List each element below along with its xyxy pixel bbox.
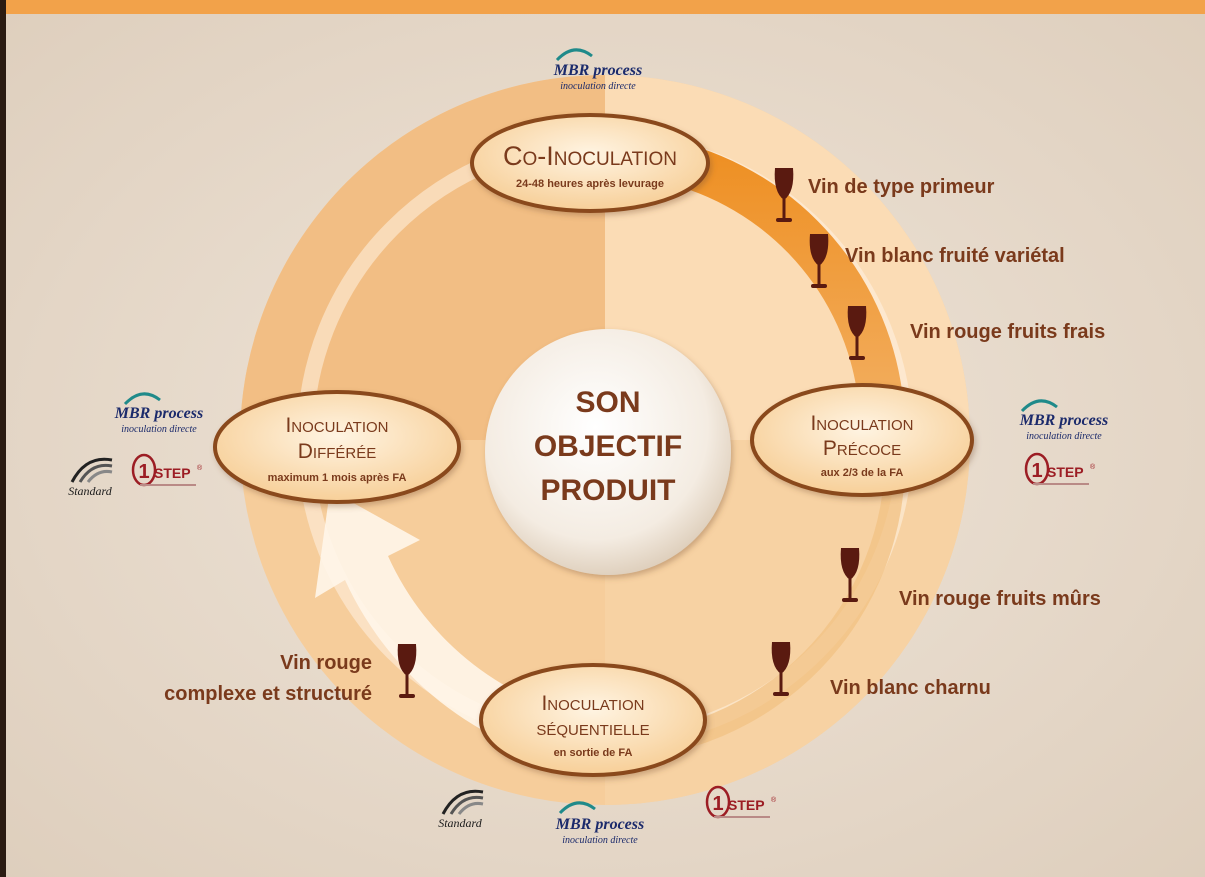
mbr-swoosh-icon — [555, 48, 593, 62]
mbr-name: MBR process — [114, 405, 203, 422]
mbr-logo-left: MBR process inoculation directe — [114, 392, 203, 435]
wine-glass-icons — [397, 168, 867, 698]
standard-logo-bottom: Standard — [438, 789, 484, 830]
onestep-digit: 1 — [712, 793, 723, 815]
wine-labels: Vin de type primeur Vin blanc fruité var… — [164, 176, 1105, 705]
onestep-mark: ® — [1090, 463, 1096, 471]
onestep-tagline-line — [1033, 483, 1089, 485]
stage-title-line-1: Inoculation — [810, 412, 913, 435]
mbr-sub: inoculation directe — [121, 424, 197, 435]
left-edge-line — [0, 0, 6, 877]
stage-co-inoculation: Co-Inoculation 24-48 heures après levura… — [470, 113, 710, 213]
mbr-logo-right: MBR process inoculation directe — [1019, 399, 1108, 442]
stage-oval — [750, 383, 974, 497]
onestep-logo-left: 1 STEP ® — [131, 453, 203, 487]
onestep-logo-right: 1 STEP ® — [1024, 452, 1096, 486]
onestep-word: STEP — [154, 465, 191, 481]
mbr-logo-top: MBR process inoculation directe — [553, 48, 642, 92]
wine-label-rouge-complexe-line-1: Vin rouge — [280, 652, 372, 674]
wine-label-rouge-frais: Vin rouge fruits frais — [910, 321, 1105, 343]
stage-inoculation-differee: Inoculation Différée maximum 1 mois aprè… — [213, 390, 461, 504]
stage-title-line-2: Précoce — [823, 437, 901, 460]
stage-title-line-2: Différée — [298, 440, 377, 463]
wine-label-rouge-murs: Vin rouge fruits mûrs — [899, 588, 1101, 610]
mbr-swoosh-icon — [558, 801, 596, 815]
onestep-digit: 1 — [1031, 460, 1042, 482]
mbr-swoosh-icon — [1020, 399, 1058, 413]
wine-glass-icon — [840, 548, 860, 602]
wine-label-blanc-fruite: Vin blanc fruité variétal — [845, 245, 1065, 267]
mbr-name: MBR process — [553, 62, 642, 79]
wine-glass-icon — [847, 306, 867, 360]
center-line-1: SON — [575, 386, 640, 419]
standard-label: Standard — [68, 484, 113, 498]
stage-subtitle: 24-48 heures après levurage — [516, 178, 664, 190]
mbr-sub: inoculation directe — [1026, 431, 1102, 442]
stage-oval — [213, 390, 461, 504]
onestep-tagline-line — [140, 484, 196, 486]
standard-arc-icon — [70, 457, 113, 483]
onestep-mark: ® — [771, 796, 777, 804]
mbr-sub: inoculation directe — [560, 81, 636, 92]
stage-subtitle: maximum 1 mois après FA — [268, 472, 407, 484]
onestep-tagline-line — [714, 816, 770, 818]
stage-inoculation-sequentielle: Inoculation séquentielle en sortie de FA — [479, 663, 707, 777]
mbr-logo-bottom: MBR process inoculation directe — [555, 801, 644, 846]
stage-title-line-2: séquentielle — [536, 717, 649, 740]
wine-glass-icon — [774, 168, 794, 222]
wine-label-blanc-charnu: Vin blanc charnu — [830, 677, 991, 699]
stage-title-line-1: Inoculation — [285, 414, 388, 437]
mbr-name: MBR process — [1019, 412, 1108, 429]
stage-subtitle: aux 2/3 de la FA — [821, 467, 904, 479]
standard-logo-left: Standard — [68, 457, 113, 498]
top-border-band — [0, 0, 1205, 14]
standard-arc-icon — [441, 789, 484, 815]
standard-label: Standard — [438, 816, 483, 830]
stage-inoculation-precoce: Inoculation Précoce aux 2/3 de la FA — [750, 383, 974, 497]
wine-label-rouge-complexe-line-2: complexe et structuré — [164, 683, 372, 705]
onestep-word: STEP — [728, 797, 765, 813]
onestep-mark: ® — [197, 464, 203, 472]
lower-arc-band — [605, 450, 906, 760]
wine-glass-icon — [809, 234, 829, 288]
onestep-logo-bottom: 1 STEP ® — [705, 785, 777, 819]
onestep-word: STEP — [1047, 464, 1084, 480]
mbr-sub: inoculation directe — [562, 835, 638, 846]
mbr-swoosh-icon — [123, 392, 161, 406]
stage-subtitle: en sortie de FA — [554, 747, 633, 759]
stage-oval — [479, 663, 707, 777]
onestep-digit: 1 — [138, 461, 149, 483]
stage-title: Co-Inoculation — [503, 141, 677, 171]
stage-oval — [470, 113, 710, 213]
wine-glass-icon — [771, 642, 791, 696]
center-disc — [485, 329, 731, 575]
wine-label-primeur: Vin de type primeur — [808, 176, 995, 198]
mbr-name: MBR process — [555, 816, 644, 833]
wine-glass-icon — [397, 644, 417, 698]
center-line-3: PRODUIT — [541, 474, 676, 507]
center-line-2: OBJECTIF — [534, 430, 682, 463]
stage-title-line-1: Inoculation — [541, 692, 644, 715]
